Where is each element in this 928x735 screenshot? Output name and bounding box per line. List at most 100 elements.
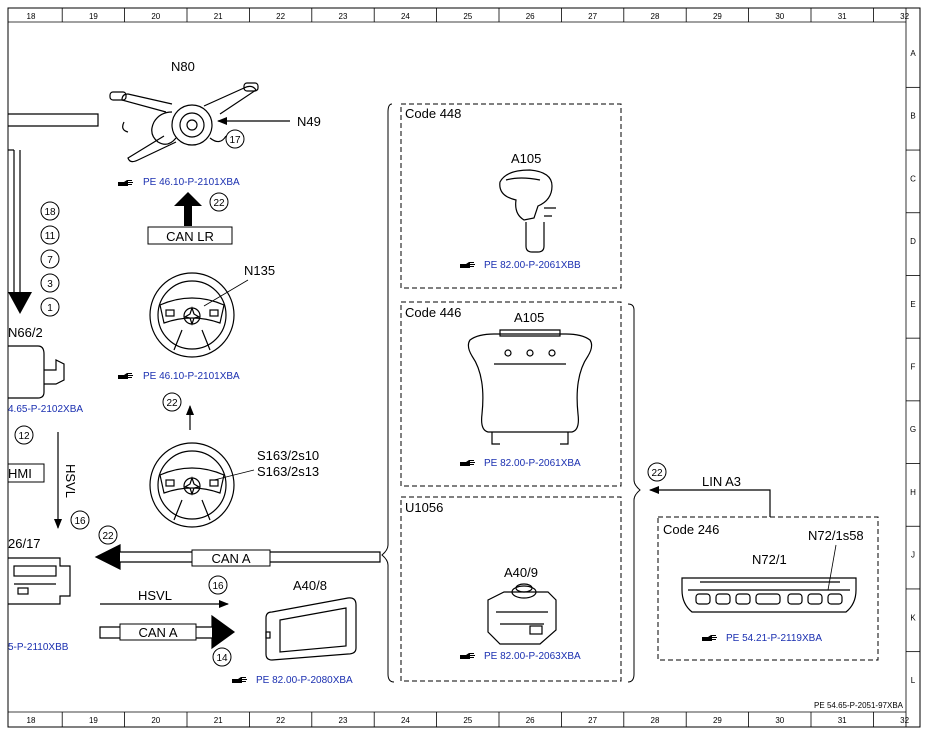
s163-steering-wheel-drawing <box>149 442 235 528</box>
can-a-label-2: CAN A <box>138 625 177 640</box>
u1056-box <box>400 496 622 682</box>
circle-16-a: 16 <box>74 516 86 527</box>
grid-col-label-18-top: 18 <box>27 12 36 21</box>
grid-col-label-18-bottom: 18 <box>27 716 36 725</box>
ref-a105-b[interactable]: PE 82.00-P-2061XBA <box>484 458 581 469</box>
hmi-label: HMI <box>8 466 32 481</box>
circle-14: 14 <box>216 653 228 664</box>
grid-col-label-26-bottom: 26 <box>526 716 535 725</box>
grid-col-label-22-top: 22 <box>276 12 285 21</box>
circle-22-d: 22 <box>651 468 663 479</box>
grid-col-label-30-top: 30 <box>775 12 784 21</box>
n80-label: N80 <box>171 59 195 74</box>
grid-row-label-A: A <box>910 49 916 58</box>
n26-label: 26/17 <box>8 536 41 551</box>
grid-row-label-E: E <box>910 300 915 309</box>
ref-n66[interactable]: 4.65-P-2102XBA <box>8 404 83 415</box>
ref-a408[interactable]: PE 82.00-P-2080XBA <box>256 675 353 686</box>
grid-col-label-26-top: 26 <box>526 12 535 21</box>
grid-row-ticks <box>906 86 920 653</box>
a409-controller-drawing <box>487 583 557 645</box>
grid-col-label-25-bottom: 25 <box>463 716 472 725</box>
s163-label-1: S163/2s10 <box>257 448 319 463</box>
s163-label-2: S163/2s13 <box>257 464 319 479</box>
grid-row-label-J: J <box>911 551 915 560</box>
can-a-label-1: CAN A <box>211 551 250 566</box>
circle-11: 11 <box>45 231 56 242</box>
n66-label: N66/2 <box>8 325 43 340</box>
ref-n135[interactable]: PE 46.10-P-2101XBA <box>143 371 240 382</box>
n66-module-drawing <box>8 345 65 399</box>
grid-col-label-31-top: 31 <box>838 12 847 21</box>
grid-col-label-21-bottom: 21 <box>214 716 223 725</box>
grid-col-label-19-top: 19 <box>89 12 98 21</box>
a409-label: A40/9 <box>504 565 538 580</box>
circle-22-c: 22 <box>102 531 114 542</box>
grid-row-label-C: C <box>910 174 916 183</box>
code446-box <box>400 301 622 487</box>
can-lr-label: CAN LR <box>166 229 214 244</box>
grid-col-label-30-bottom: 30 <box>775 716 784 725</box>
grid-col-label-22-bottom: 22 <box>276 716 285 725</box>
grid-col-label-20-top: 20 <box>151 12 160 21</box>
circle-17: 17 <box>229 135 241 146</box>
a105-selector-lever-drawing <box>499 169 556 253</box>
grid-col-label-29-bottom: 29 <box>713 716 722 725</box>
n80-column-switch-drawing <box>109 82 259 163</box>
grid-row-label-H: H <box>910 488 916 497</box>
grid-col-label-31-bottom: 31 <box>838 716 847 725</box>
grid-row-label-G: G <box>910 425 916 434</box>
grid-col-label-23-bottom: 23 <box>339 716 348 725</box>
ref-n721[interactable]: PE 54.21-P-2119XBA <box>726 633 822 644</box>
grid-col-label-28-top: 28 <box>651 12 660 21</box>
n721-climate-panel-drawing <box>681 577 857 613</box>
grid-col-label-19-bottom: 19 <box>89 716 98 725</box>
grid-column-ticks <box>61 8 874 727</box>
circle-3: 3 <box>47 279 53 290</box>
grid-col-label-27-bottom: 27 <box>588 716 597 725</box>
grid-col-label-28-bottom: 28 <box>651 716 660 725</box>
circle-7: 7 <box>47 255 53 266</box>
grid-row-label-B: B <box>910 112 915 121</box>
circle-1: 1 <box>47 303 53 314</box>
circle-22-a: 22 <box>213 198 225 209</box>
code448-label: Code 448 <box>405 106 461 121</box>
grid-column-labels: 1818191920202121222223232424252526262727… <box>27 12 910 725</box>
grid-col-label-32-top: 32 <box>900 12 909 21</box>
code446-label: Code 446 <box>405 305 461 320</box>
circle-12: 12 <box>18 431 30 442</box>
a105-label-b: A105 <box>514 310 544 325</box>
n135-label: N135 <box>244 263 275 278</box>
grid-col-label-21-top: 21 <box>214 12 223 21</box>
circle-22-b: 22 <box>166 398 178 409</box>
hsvl-horizontal-label: HSVL <box>138 588 172 603</box>
grid-col-label-25-top: 25 <box>463 12 472 21</box>
ref-n80[interactable]: PE 46.10-P-2101XBA <box>143 177 240 188</box>
n135-steering-wheel-drawing <box>149 272 235 358</box>
ref-a409[interactable]: PE 82.00-P-2063XBA <box>484 651 581 662</box>
hsvl-vertical-label: HSVL <box>63 464 78 498</box>
n721-label: N72/1 <box>752 552 787 567</box>
ref-n26[interactable]: 5-P-2110XBB <box>8 642 69 653</box>
n26-head-unit-drawing <box>8 557 71 605</box>
code246-box <box>657 516 879 661</box>
code246-label: Code 246 <box>663 522 719 537</box>
grid-row-label-K: K <box>910 613 916 622</box>
footer-code: PE 54.65-P-2051-97XBA <box>814 701 904 710</box>
a408-label: A40/8 <box>293 578 327 593</box>
a105-label-a: A105 <box>511 151 541 166</box>
ref-a105-a[interactable]: PE 82.00-P-2061XBB <box>484 260 581 271</box>
circle-18: 18 <box>44 207 56 218</box>
u1056-label: U1056 <box>405 500 443 515</box>
grid-row-label-F: F <box>911 363 916 372</box>
circle-16-b: 16 <box>212 581 224 592</box>
a105-center-console-drawing <box>467 329 593 445</box>
frame <box>7 7 921 728</box>
code448-box <box>400 103 622 289</box>
grid-col-label-27-top: 27 <box>588 12 597 21</box>
grid-col-label-20-bottom: 20 <box>151 716 160 725</box>
grid-row-label-L: L <box>911 676 916 685</box>
grid-col-label-23-top: 23 <box>339 12 348 21</box>
